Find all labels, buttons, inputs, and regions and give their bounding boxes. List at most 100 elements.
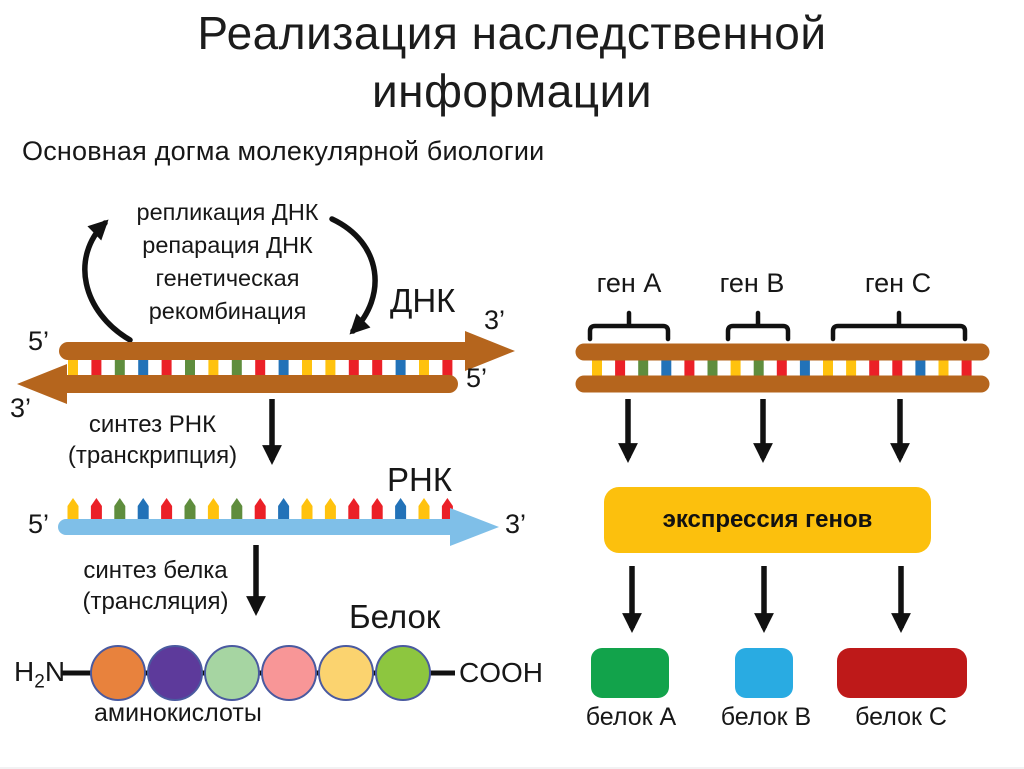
rna-base — [348, 498, 360, 521]
gene-base-pair — [961, 357, 972, 378]
cycle-line-genetic: генетическая — [155, 265, 300, 291]
rna-base — [207, 498, 219, 521]
dna-base-pair — [185, 358, 195, 377]
subtitle: Основная догма молекулярной биологии — [22, 136, 545, 166]
rna-base — [418, 498, 430, 521]
dna-3prime-top-right: 3’ — [484, 305, 506, 335]
amino-acid-circles — [90, 645, 431, 701]
rna-base — [137, 498, 149, 521]
dna-base-pair — [395, 358, 406, 377]
dna-3prime-bottom-left: 3’ — [10, 393, 32, 423]
dna-base-pair — [278, 358, 289, 377]
dna-double-strand — [17, 331, 515, 404]
gene-expression-box: экспрессия генов — [604, 487, 931, 553]
rna-bases — [67, 498, 453, 521]
dna-base-pair — [161, 358, 172, 377]
translation-line-2: (трансляция) — [82, 588, 229, 615]
title-line-1: Реализация наследственной — [197, 7, 827, 59]
dna-5prime-bottom-right: 5’ — [466, 363, 488, 393]
rna-base — [301, 498, 313, 521]
rna-base — [254, 498, 266, 521]
gene-base-pair — [846, 357, 857, 378]
dna-base-pair — [68, 358, 78, 377]
rna-5prime: 5’ — [28, 509, 50, 539]
dna-base-pair — [231, 358, 242, 377]
dna-base-pair — [114, 358, 125, 377]
gene-base-pair — [707, 357, 718, 378]
rna-base — [161, 498, 173, 521]
translation-caption: синтез белка (трансляция) — [38, 555, 273, 617]
protein-n-terminus: H2N — [14, 656, 65, 694]
cycle-arrow-left — [82, 219, 133, 343]
gene-base-pair — [799, 357, 810, 378]
replication-cycle-caption: репликация ДНК репарация ДНК генетическа… — [100, 196, 355, 328]
amino-acid-circle — [204, 645, 260, 701]
gene-b-bracket — [725, 310, 791, 342]
gene-base-pair — [615, 357, 626, 378]
rna-strand — [58, 508, 499, 546]
gene-base-pair — [938, 357, 949, 378]
gene-a-bracket — [587, 310, 671, 342]
gene-base-pair — [684, 357, 695, 378]
rna-base — [114, 498, 126, 521]
transcription-caption: синтез РНК (транскрипция) — [35, 409, 270, 471]
dna-base-pair — [138, 358, 149, 377]
gene-a-label: ген A — [596, 268, 662, 298]
amino-acid-circle — [375, 645, 431, 701]
rna-base — [324, 498, 336, 521]
dna-label: ДНК — [390, 282, 456, 319]
dna-base-pair — [348, 358, 359, 377]
dna-base-pair — [419, 358, 429, 377]
gene-base-pair — [892, 357, 903, 378]
dna-base-pair — [255, 358, 266, 377]
cycle-line-replication: репликация ДНК — [136, 199, 319, 225]
gene-base-pair — [592, 357, 602, 378]
dna-base-pairs — [68, 358, 453, 377]
dna-base-pair — [372, 358, 383, 377]
gene-expression-label: экспрессия генов — [662, 506, 873, 533]
translation-line-1: синтез белка — [83, 557, 228, 584]
protein-a-label: белок A — [585, 703, 677, 731]
replication-cycle-arrows — [82, 216, 378, 343]
dna-base-pair — [325, 358, 336, 377]
gene-base-pair — [661, 357, 672, 378]
gene-c-bracket — [830, 310, 968, 342]
gene-c-label: ген C — [864, 268, 932, 298]
amino-acid-circle — [90, 645, 146, 701]
cycle-arrow-right — [329, 216, 378, 335]
protein-c-terminus: COOH — [459, 657, 543, 688]
gene-base-pair — [730, 357, 741, 378]
dna-base-pair — [442, 358, 453, 377]
transcription-line-1: синтез РНК — [88, 411, 217, 438]
gene-base-pair — [776, 357, 787, 378]
rna-base — [371, 498, 383, 521]
rna-base — [278, 498, 290, 521]
protein-c-box — [837, 648, 967, 698]
rna-base — [231, 498, 243, 521]
title-line-2: информации — [371, 65, 653, 117]
amino-acid-circle — [318, 645, 374, 701]
gene-base-pair — [869, 357, 880, 378]
gene-base-pair — [638, 357, 649, 378]
protein-label: Белок — [349, 598, 441, 635]
gene-to-expression-arrows — [618, 399, 910, 463]
dna-5prime-top-left: 5’ — [28, 326, 50, 356]
gene-base-pair — [753, 357, 764, 378]
genes-dna-strand — [575, 343, 990, 393]
rna-base — [184, 498, 196, 521]
gene-base-pair — [823, 357, 833, 378]
protein-a-box — [591, 648, 669, 698]
dna-base-pair — [91, 358, 102, 377]
cycle-line-repair: репарация ДНК — [142, 232, 313, 258]
dna-base-pair — [302, 358, 312, 377]
gene-base-pair — [915, 357, 926, 378]
amino-acids-caption: аминокислоты — [94, 699, 262, 727]
rna-base — [395, 498, 407, 521]
rna-3prime: 3’ — [505, 509, 527, 539]
expression-to-protein-arrows — [622, 566, 911, 633]
page-title: Реализация наследственной информации — [0, 4, 1024, 120]
protein-b-label: белок B — [720, 703, 812, 731]
dna-base-pair — [208, 358, 219, 377]
h2n-h: H — [14, 656, 35, 687]
